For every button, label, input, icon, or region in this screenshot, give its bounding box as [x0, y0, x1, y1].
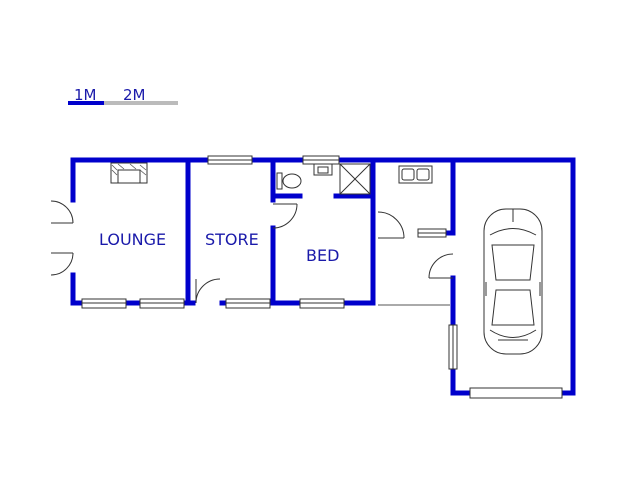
window-store-bottom	[225, 298, 271, 309]
door-store	[195, 278, 221, 304]
door-lounge-entry	[50, 200, 74, 276]
room-label-store: STORE	[205, 230, 259, 249]
toilet-icon	[276, 172, 302, 190]
fireplace	[110, 162, 148, 184]
windows	[81, 155, 563, 399]
door-kitchen	[377, 211, 405, 239]
room-label-bed: BED	[306, 246, 339, 265]
kitchen-sink-icon	[398, 165, 433, 184]
room-label-lounge: LOUNGE	[99, 230, 166, 249]
window-bath-top	[302, 155, 340, 165]
window-kitchen-inner	[417, 228, 447, 238]
doors	[50, 200, 454, 304]
scale-bar: 1M 2M	[68, 86, 178, 105]
door-garage	[428, 253, 454, 279]
garage-door	[469, 387, 563, 399]
car-icon	[483, 208, 543, 355]
scale-label-1m: 1M	[74, 86, 97, 104]
basin-icon	[313, 163, 333, 176]
window-lounge-bottom-1	[81, 298, 127, 309]
window-lounge-bottom-2	[139, 298, 185, 309]
shower-icon	[339, 163, 371, 195]
window-store-top	[207, 155, 253, 165]
window-garage-left	[448, 324, 458, 370]
scale-label-2m: 2M	[123, 86, 146, 104]
window-bed-bottom	[299, 298, 345, 309]
door-bath	[272, 203, 298, 229]
